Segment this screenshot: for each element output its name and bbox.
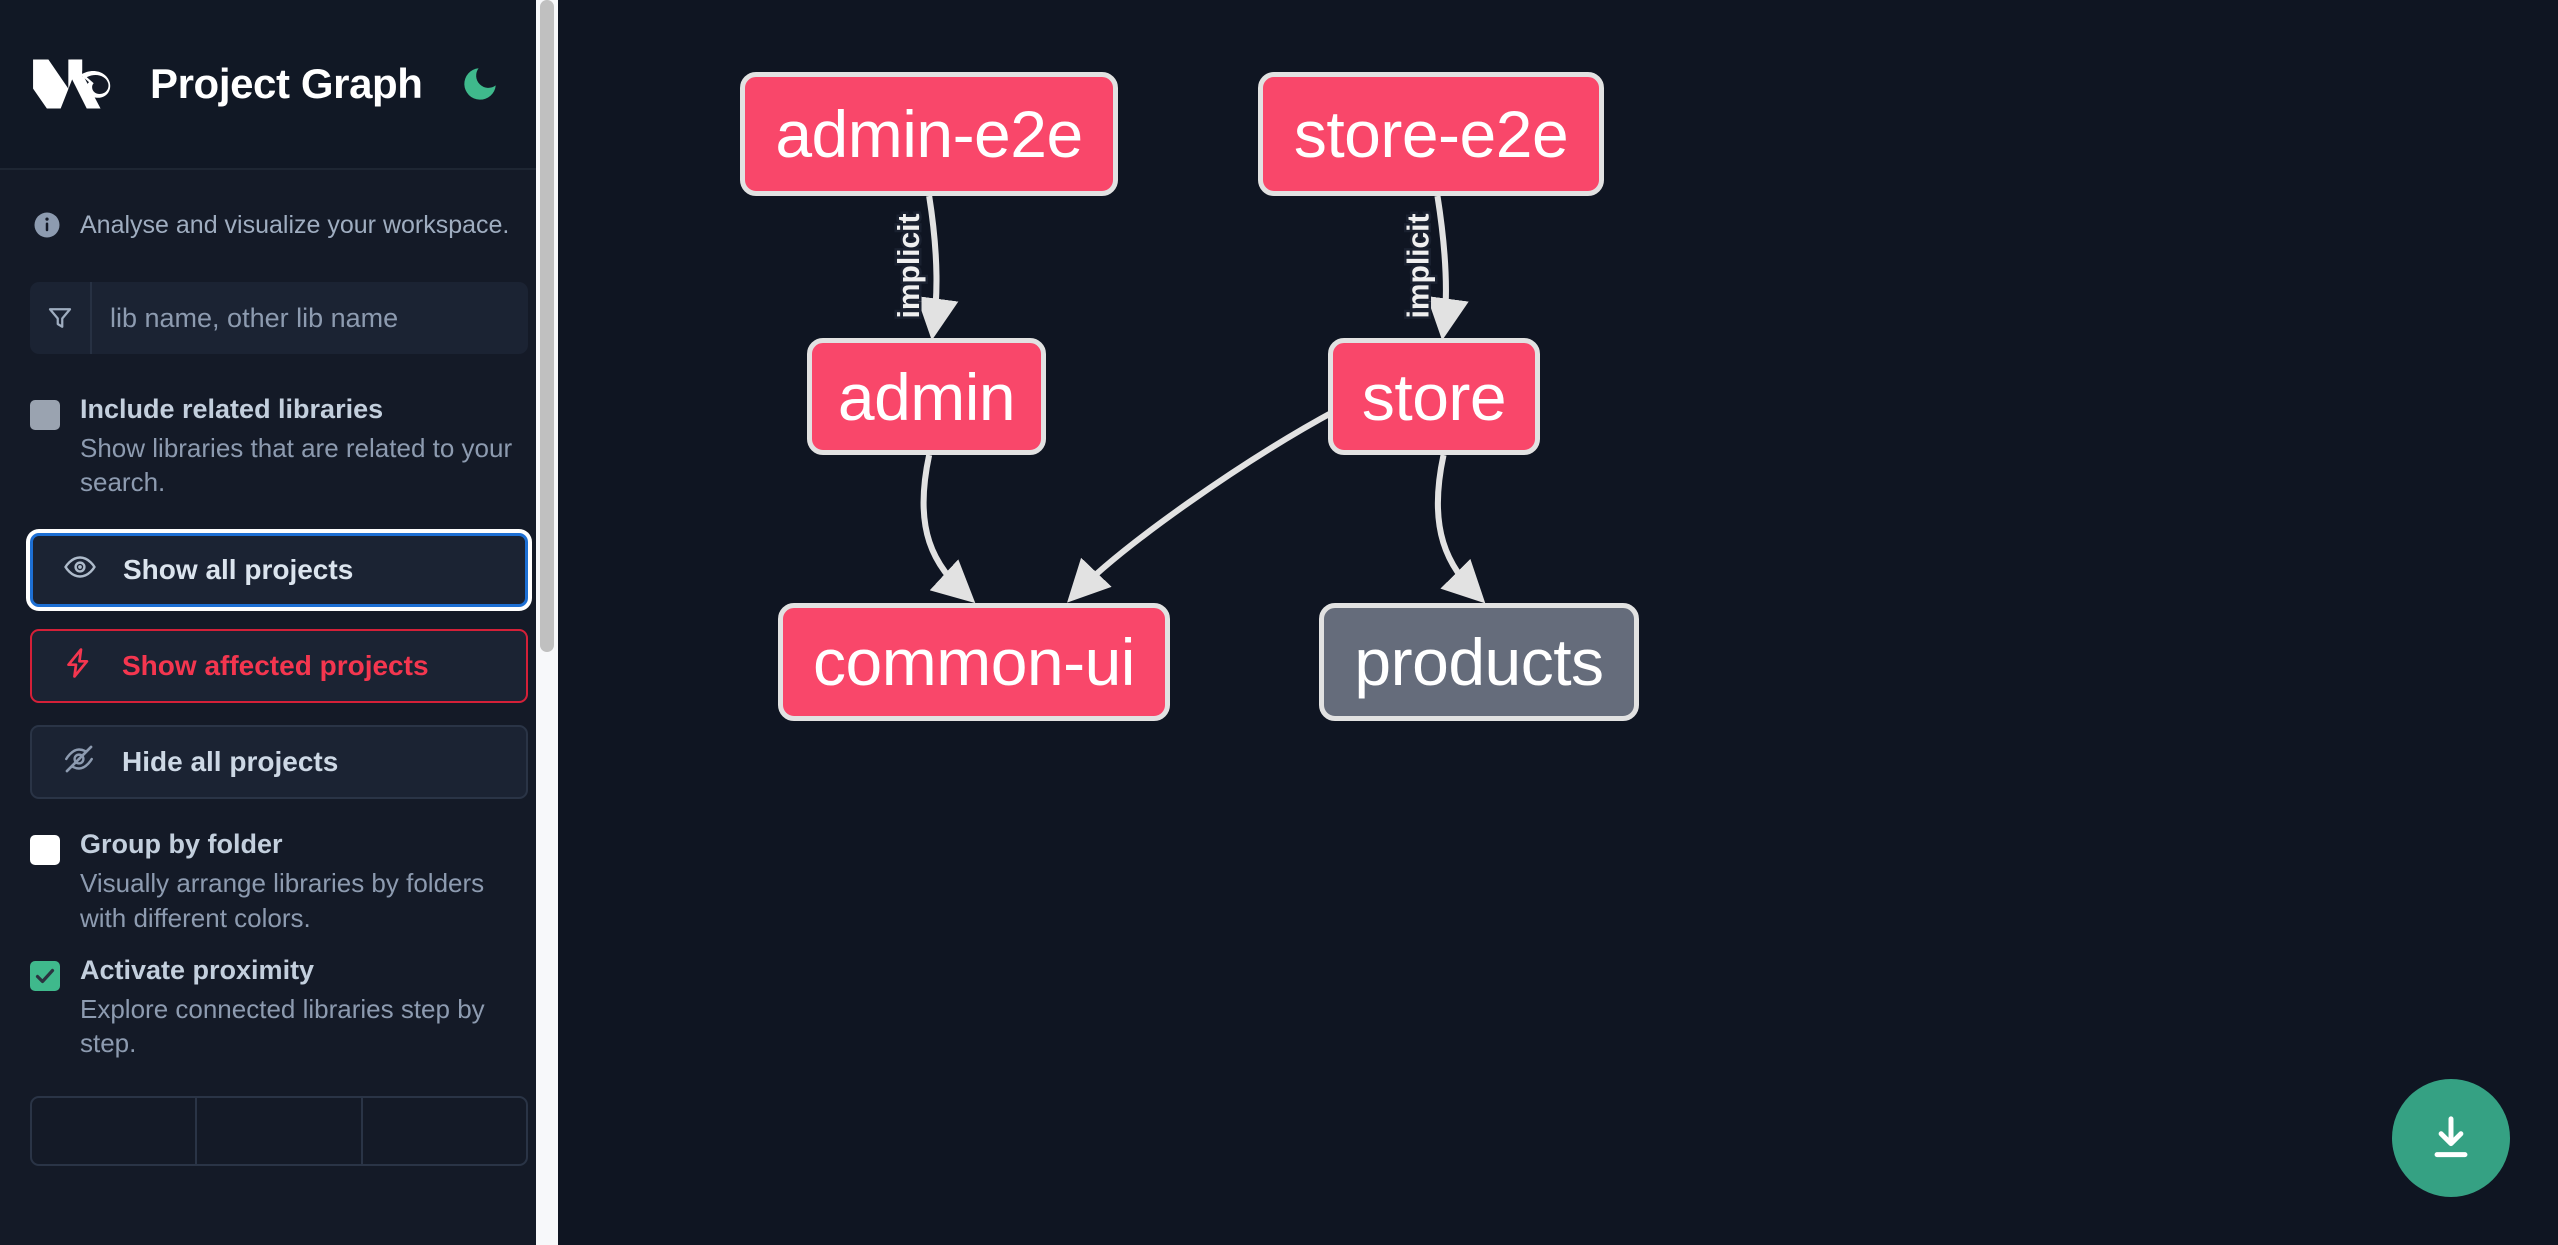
edge-admin-e2e-admin <box>916 195 959 341</box>
checkbox-group-by-folder[interactable] <box>30 835 60 866</box>
hide-all-projects-label: Hide all projects <box>122 746 339 778</box>
show-all-projects-button[interactable]: Show all projects <box>30 533 528 608</box>
proximity-step-option-2[interactable] <box>197 1098 363 1165</box>
download-icon <box>2434 1116 2468 1158</box>
nx-logo-icon <box>30 53 122 115</box>
show-affected-projects-label: Show affected projects <box>122 650 429 682</box>
graph-node-admin-e2e[interactable]: admin-e2e <box>740 72 1118 196</box>
edge-label-implicit-admin: implicit <box>893 214 926 319</box>
checkbox-label-activate-proximity: Activate proximity <box>80 954 315 985</box>
checkbox-row-activate-proximity[interactable]: Activate proximity Explore connected lib… <box>30 955 528 1060</box>
edge-store-e2e-store <box>1426 195 1469 341</box>
graph-node-store-e2e[interactable]: store-e2e <box>1258 72 1604 196</box>
edge-label-implicit-store: implicit <box>1402 214 1435 319</box>
edge-store-common-ui <box>1067 407 1339 603</box>
checkbox-label-include-related-libraries: Include related libraries <box>80 394 384 424</box>
proximity-step-option-3[interactable] <box>363 1098 526 1164</box>
sidebar: Project Graph Analyse and visualize your… <box>0 0 558 1245</box>
checkbox-description-include-related-libraries: Show libraries that are related to your … <box>80 432 513 498</box>
eye-icon <box>63 550 97 591</box>
graph-node-store[interactable]: store <box>1328 338 1540 455</box>
graph-node-products[interactable]: products <box>1319 603 1639 721</box>
workspace-tagline: Analyse and visualize your workspace. <box>30 170 528 282</box>
show-affected-projects-button[interactable]: Show affected projects <box>30 629 528 704</box>
filter-box <box>30 282 528 354</box>
sidebar-body: Analyse and visualize your workspace. In… <box>0 170 558 1167</box>
checkbox-label-group-by-folder: Group by folder <box>80 829 283 860</box>
info-circle-icon <box>32 210 62 240</box>
visibility-button-group: Show all projects Show affected projects <box>30 533 528 800</box>
moon-icon[interactable] <box>459 63 501 105</box>
download-button[interactable] <box>2392 1079 2510 1197</box>
checkbox-description-activate-proximity: Explore connected libraries step by step… <box>80 993 485 1059</box>
graph-node-admin[interactable]: admin <box>807 338 1046 455</box>
graph-edges: implicit implicit <box>890 195 1486 604</box>
graph-node-common-ui[interactable]: common-ui <box>778 603 1170 721</box>
lightning-bolt-icon <box>62 646 96 687</box>
page-title: Project Graph <box>150 60 423 107</box>
eye-off-icon <box>62 742 96 783</box>
checkbox-activate-proximity[interactable] <box>30 960 60 991</box>
checkbox-row-include-related-libraries[interactable]: Include related libraries Show libraries… <box>30 394 528 499</box>
hide-all-projects-button[interactable]: Hide all projects <box>30 725 528 800</box>
edge-store-products <box>1434 454 1486 604</box>
proximity-step-option-1[interactable] <box>32 1098 198 1165</box>
sidebar-header: Project Graph <box>0 0 558 170</box>
show-all-projects-label: Show all projects <box>123 554 354 586</box>
proximity-step-control <box>30 1096 528 1167</box>
checkbox-include-related-libraries[interactable] <box>30 400 60 430</box>
checkbox-description-group-by-folder: Visually arrange libraries by folders wi… <box>80 868 485 933</box>
project-graph-canvas[interactable]: implicit implicit admin-e2e store-e2e ad… <box>558 0 2558 1245</box>
funnel-filter-icon <box>30 282 92 354</box>
search-input[interactable] <box>92 282 528 354</box>
checkbox-row-group-by-folder[interactable]: Group by folder Visually arrange librari… <box>30 829 528 934</box>
sidebar-scrollbar[interactable] <box>536 0 558 1245</box>
edge-admin-common-ui <box>920 454 976 604</box>
tagline-text: Analyse and visualize your workspace. <box>80 210 510 239</box>
sidebar-scrollbar-thumb[interactable] <box>540 0 554 652</box>
